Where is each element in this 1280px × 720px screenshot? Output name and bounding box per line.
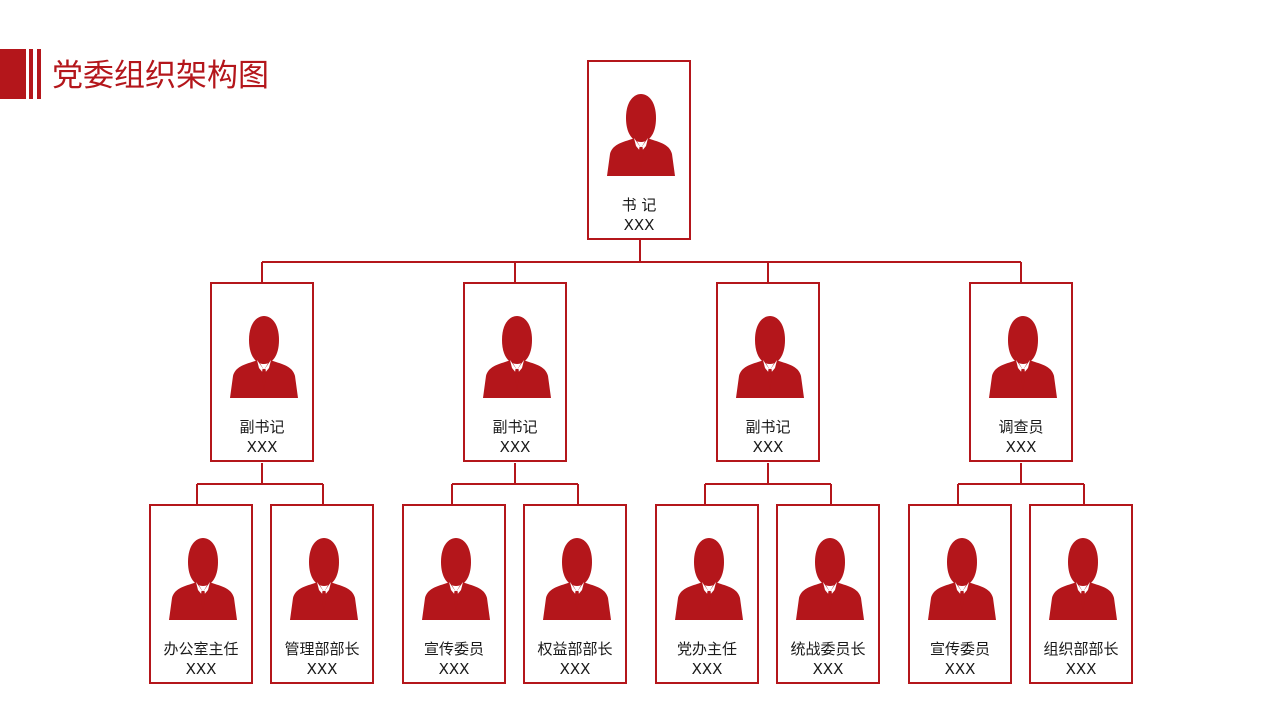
- node-role: 统战委员长: [790, 640, 866, 658]
- node-name: XXX: [246, 438, 278, 456]
- title-accent-bar: [0, 49, 26, 99]
- person-icon: [481, 314, 553, 398]
- node-role: 书 记: [621, 196, 657, 214]
- node-name: XXX: [1065, 660, 1097, 678]
- person-icon: [167, 536, 239, 620]
- node-name: XXX: [438, 660, 470, 678]
- org-node-propaganda-member-1: 宣传委员 XXX: [402, 504, 506, 684]
- title-accent-stripe: [37, 49, 41, 99]
- person-icon: [987, 314, 1059, 398]
- node-name: XXX: [1005, 438, 1037, 456]
- org-node-united-front-head: 统战委员长 XXX: [776, 504, 880, 684]
- person-icon: [228, 314, 300, 398]
- node-name: XXX: [812, 660, 844, 678]
- node-name: XXX: [306, 660, 338, 678]
- org-node-propaganda-member-2: 宣传委员 XXX: [908, 504, 1012, 684]
- person-icon: [734, 314, 806, 398]
- org-node-secretary: 书 记 XXX: [587, 60, 691, 240]
- node-role: 调查员: [998, 418, 1044, 436]
- org-node-office-director: 办公室主任 XXX: [149, 504, 253, 684]
- person-icon: [605, 92, 677, 176]
- org-node-deputy-secretary-2: 副书记 XXX: [463, 282, 567, 462]
- node-role: 管理部部长: [284, 640, 360, 658]
- node-name: XXX: [185, 660, 217, 678]
- person-icon: [926, 536, 998, 620]
- node-role: 权益部部长: [537, 640, 613, 658]
- person-icon: [673, 536, 745, 620]
- node-role: 副书记: [492, 418, 538, 436]
- org-node-deputy-secretary-1: 副书记 XXX: [210, 282, 314, 462]
- org-node-management-head: 管理部部长 XXX: [270, 504, 374, 684]
- person-icon: [288, 536, 360, 620]
- person-icon: [420, 536, 492, 620]
- node-role: 宣传委员: [929, 640, 990, 658]
- node-name: XXX: [499, 438, 531, 456]
- node-name: XXX: [944, 660, 976, 678]
- title-accent-stripe: [29, 49, 33, 99]
- page-title: 党委组织架构图: [52, 58, 269, 94]
- person-icon: [794, 536, 866, 620]
- person-icon: [1047, 536, 1119, 620]
- node-role: 副书记: [239, 418, 285, 436]
- org-node-deputy-secretary-3: 副书记 XXX: [716, 282, 820, 462]
- node-name: XXX: [559, 660, 591, 678]
- org-node-organization-head: 组织部部长 XXX: [1029, 504, 1133, 684]
- node-role: 组织部部长: [1043, 640, 1119, 658]
- node-name: XXX: [752, 438, 784, 456]
- node-name: XXX: [623, 216, 655, 234]
- org-node-investigator: 调查员 XXX: [969, 282, 1073, 462]
- node-role: 宣传委员: [423, 640, 484, 658]
- person-icon: [541, 536, 613, 620]
- org-node-rights-head: 权益部部长 XXX: [523, 504, 627, 684]
- node-role: 副书记: [745, 418, 791, 436]
- org-node-party-office-director: 党办主任 XXX: [655, 504, 759, 684]
- node-name: XXX: [691, 660, 723, 678]
- node-role: 办公室主任: [163, 640, 239, 658]
- node-role: 党办主任: [676, 640, 737, 658]
